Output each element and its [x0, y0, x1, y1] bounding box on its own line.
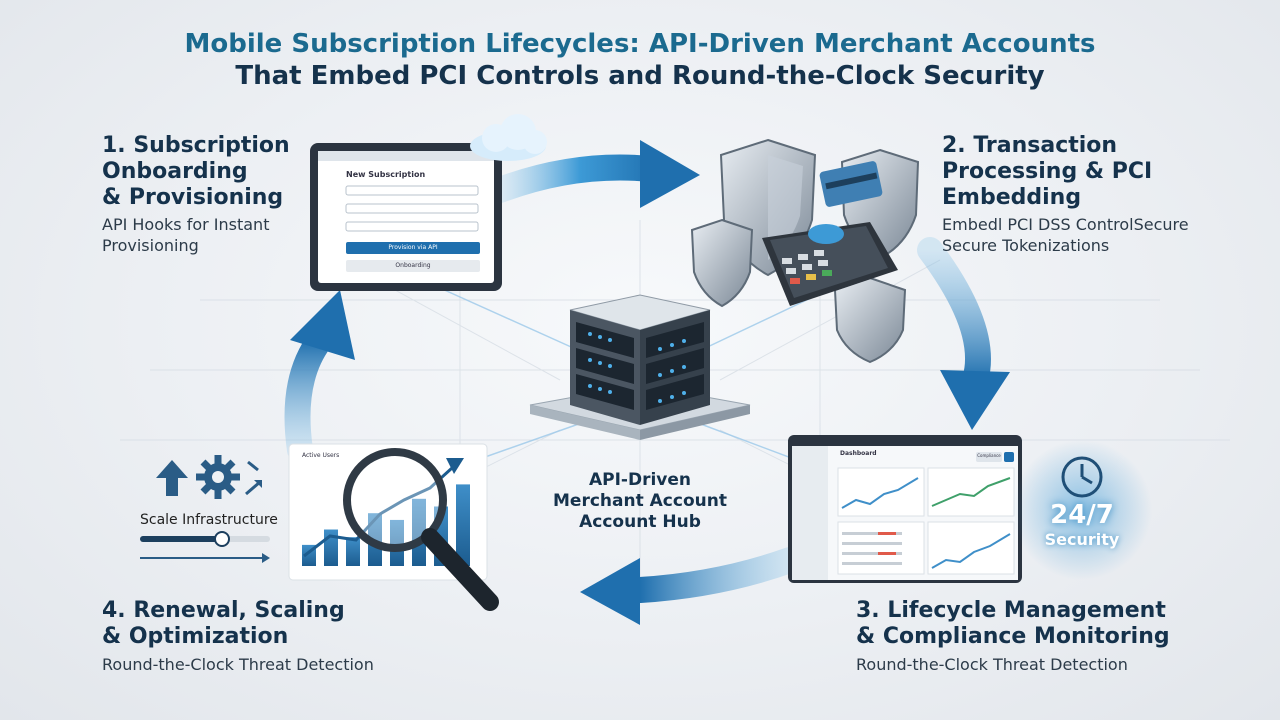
- step-3-title-line: & Compliance Monitoring: [856, 624, 1170, 649]
- step-1-desc-line: API Hooks for Instant: [102, 215, 270, 234]
- step-4-description: Round-the-Clock Threat Detection: [102, 654, 374, 675]
- arrow-lifecycle-to-renewal: [580, 547, 803, 625]
- gear-icon: [196, 455, 240, 499]
- step-3-desc-line: Round-the-Clock Threat Detection: [856, 655, 1128, 674]
- analytics-bar: [412, 498, 426, 566]
- step-2-desc-line: Embedl PCI DSS ControlSecure: [942, 215, 1189, 234]
- step-4-title: 4. Renewal, Scaling & Optimization: [102, 598, 345, 650]
- tablet-illustration: [310, 143, 502, 291]
- credit-card-icon: [819, 161, 883, 207]
- magnifier-icon: [343, 448, 499, 611]
- analytics-bar: [346, 537, 360, 566]
- step-3-title: 3. Lifecycle Management & Compliance Mon…: [856, 598, 1170, 650]
- scale-infrastructure-label: Scale Infrastructure: [140, 512, 278, 528]
- shield-icon-left: [690, 218, 754, 308]
- tablet-secondary-button[interactable]: Onboarding: [395, 262, 431, 269]
- step-4-desc-line: Round-the-Clock Threat Detection: [102, 655, 374, 674]
- step-3-description: Round-the-Clock Threat Detection: [856, 654, 1128, 675]
- step-2-title-line: Processing & PCI: [942, 159, 1153, 184]
- step-1-desc-line: Provisioning: [102, 236, 199, 255]
- hub-label-line: API-Driven: [588, 470, 692, 490]
- tablet-heading: New Subscription: [346, 170, 426, 179]
- tablet-provision-button[interactable]: Provision via API: [388, 244, 438, 251]
- page-title-line-1: Mobile Subscription Lifecycles: API-Driv…: [184, 29, 1096, 59]
- clock-icon: [1012, 440, 1152, 580]
- analytics-bar: [390, 519, 404, 566]
- step-1-title: 1. Subscription Onboarding & Provisionin…: [102, 133, 290, 211]
- step-4-title-line: 4. Renewal, Scaling: [102, 598, 345, 623]
- arrow-processing-to-lifecycle: [917, 237, 1010, 430]
- security-badge-label: Security: [1044, 530, 1120, 549]
- step-1-title-line: & Provisioning: [102, 185, 284, 210]
- step-1-title-line: Onboarding: [102, 159, 248, 184]
- expand-arrows-icon: [245, 460, 262, 496]
- analytics-bar: [456, 484, 470, 566]
- hub-label-line: Account Hub: [579, 512, 701, 532]
- dashboard-button[interactable]: Compliance: [977, 453, 1001, 458]
- payment-terminal-icon: [762, 222, 898, 306]
- step-2-desc-line: Secure Tokenizations: [942, 236, 1110, 255]
- step-2-title-line: Embedding: [942, 185, 1082, 210]
- hub-label: API-Driven Merchant Account Account Hub: [520, 470, 760, 533]
- step-3-title-line: 3. Lifecycle Management: [856, 598, 1166, 623]
- step-2-title-line: 2. Transaction: [942, 133, 1118, 158]
- step-2-description: Embedl PCI DSS ControlSecure Secure Toke…: [942, 214, 1189, 256]
- shield-icon-small: [833, 276, 907, 364]
- page-title-line-2: That Embed PCI Controls and Round-the-Cl…: [235, 61, 1045, 91]
- step-1-title-line: 1. Subscription: [102, 133, 290, 158]
- dashboard-illustration: [788, 435, 1022, 583]
- arrow-renewal-to-onboarding: [284, 290, 355, 463]
- analytics-heading: Active Users: [302, 452, 340, 459]
- security-badge-hours: 24/7: [1050, 500, 1114, 530]
- step-1-description: API Hooks for Instant Provisioning: [102, 214, 269, 256]
- cloud-icon: [470, 114, 547, 161]
- step-2-title: 2. Transaction Processing & PCI Embeddin…: [942, 133, 1152, 211]
- scale-slider[interactable]: [140, 531, 270, 563]
- dashboard-heading: Dashboard: [840, 450, 877, 457]
- hub-label-line: Merchant Account: [553, 491, 727, 511]
- server-hub-icon: [529, 294, 751, 440]
- security-badge: 24/7 Security: [1026, 448, 1138, 550]
- up-arrow-icon: [156, 460, 188, 496]
- step-4-title-line: & Optimization: [102, 624, 289, 649]
- arrow-onboarding-to-processing: [487, 140, 700, 208]
